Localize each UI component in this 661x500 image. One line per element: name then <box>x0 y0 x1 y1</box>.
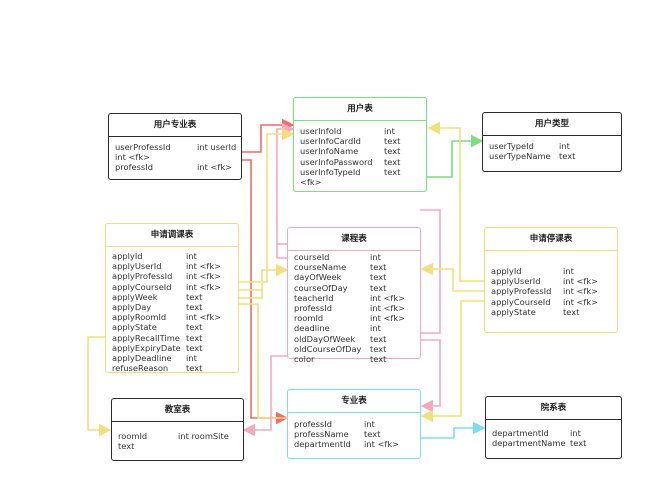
connector-applystop-profess <box>420 300 484 423</box>
connector-userprofess-profess <box>241 159 289 425</box>
entity-title: 申请停课表 <box>485 228 617 251</box>
connector-userinfo-usertype <box>427 134 484 178</box>
connector-applyadjust-course <box>238 263 289 291</box>
connector-applystop-course <box>420 262 484 292</box>
entity-title: 教室表 <box>112 399 243 422</box>
field-row: text <box>118 441 135 452</box>
entity-title: 专业表 <box>288 390 420 413</box>
field-row: <fk> <box>300 177 322 188</box>
connector-userprofess-userinfo <box>241 118 295 153</box>
entity-title: 院系表 <box>486 397 621 420</box>
connector-course-classroom <box>242 355 287 437</box>
field-row: int <fk> <box>115 152 151 163</box>
entity-title: 用户专业表 <box>109 114 241 137</box>
entity-title: 申请调课表 <box>106 224 238 247</box>
entity-title: 课程表 <box>288 228 420 251</box>
connector-applyadjust-userinfo <box>238 127 295 283</box>
entity-title: 用户表 <box>294 98 426 121</box>
connector-profess-department <box>420 421 486 439</box>
entity-title: 用户类型 <box>483 113 621 136</box>
connector-applystop-userinfo <box>427 121 484 282</box>
